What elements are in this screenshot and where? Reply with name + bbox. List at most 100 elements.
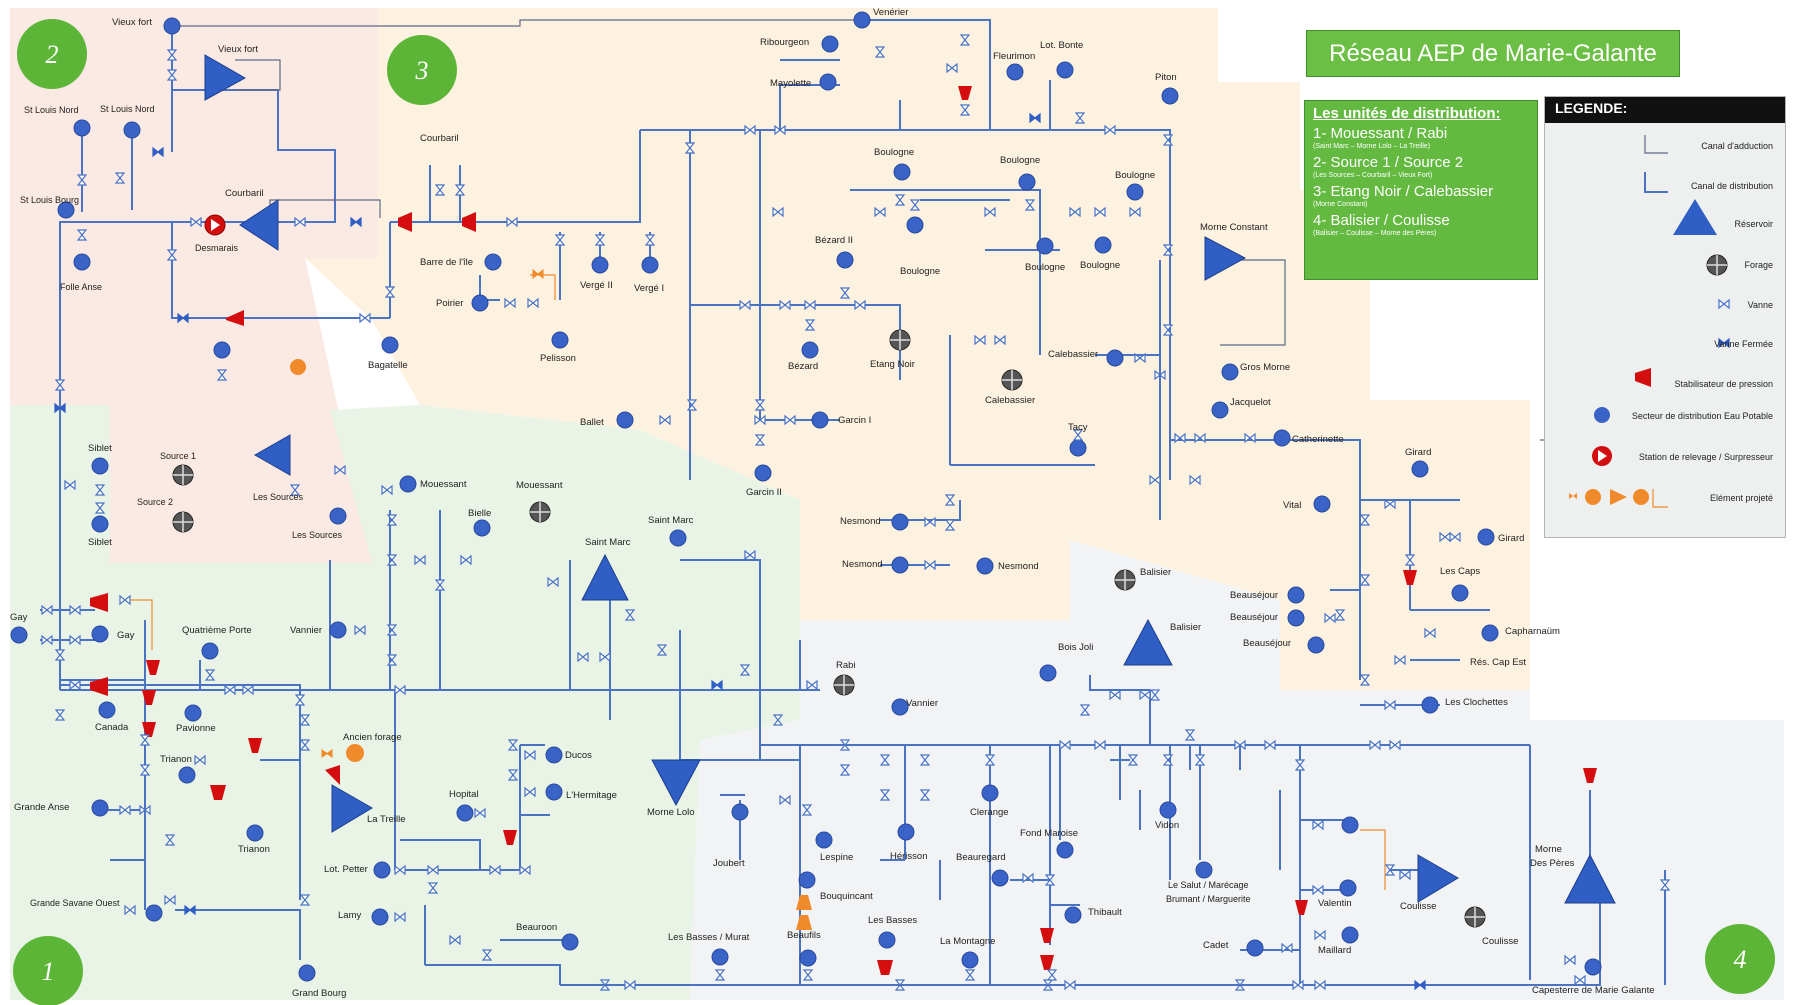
label-vieux-fort: Vieux fort <box>112 17 152 28</box>
label-la-montagne: La Montagne <box>940 936 995 947</box>
label-st-louis-nord-a: St Louis Nord <box>24 105 79 115</box>
label-calebassier: Calebassier <box>985 395 1035 406</box>
label-calebassier-node: Calebassier <box>1048 349 1098 360</box>
legend-stabilisateur: Stabilisateur de pression <box>1674 379 1773 389</box>
label-vannier-2: Vannier <box>906 698 938 709</box>
label-les-sources: Les Sources <box>292 530 343 540</box>
forage-coulisse <box>1464 906 1486 928</box>
label-jacquelot: Jacquelot <box>1230 397 1271 408</box>
zone-2-area <box>10 8 378 563</box>
reservoir-morne-des-peres <box>1564 853 1616 904</box>
unit-4-name: 4- Balisier / Coulisse <box>1313 212 1450 229</box>
reservoir-coulisse <box>1417 854 1459 903</box>
label-gros-morne: Gros Morne <box>1240 362 1290 373</box>
label-beauroon: Beauroon <box>516 922 557 933</box>
label-gay-2: Gay <box>117 630 135 641</box>
label-morne-des-peres-a: Morne <box>1535 844 1562 855</box>
stabilizers <box>90 86 1597 975</box>
label-desmarais: Desmarais <box>195 243 239 253</box>
forage-calebassier <box>1001 369 1023 391</box>
label-boulogne-2: Boulogne <box>1000 155 1040 166</box>
diagram-title-text: Réseau AEP de Marie-Galante <box>1329 39 1657 67</box>
label-capharnaum: Capharnaüm <box>1505 626 1560 637</box>
label-vidon: Vidon <box>1155 820 1179 831</box>
label-verge-i: Vergé I <box>634 283 664 294</box>
label-poirier: Poirier <box>436 298 463 309</box>
label-les-basses: Les Basses <box>868 915 917 926</box>
unit-2-sub: (Les Sources – Courbaril – Vieux Fort) <box>1313 172 1433 179</box>
label-beauregard: Beauregard <box>956 852 1006 863</box>
label-brumant: Brumant / Marguerite <box>1166 894 1251 904</box>
label-boulogne-6: Boulogne <box>1080 260 1120 271</box>
label-boulogne-3: Boulogne <box>1115 170 1155 181</box>
unit-3-sub: (Morne Constant) <box>1313 201 1368 208</box>
label-courbaril-reservoir: Courbaril <box>225 188 264 199</box>
label-fleurimon: Fleurimon <box>993 51 1035 62</box>
reservoir-balisier <box>1123 618 1173 666</box>
label-fond-maroise: Fond Maroise <box>1020 828 1078 839</box>
label-valentin: Valentin <box>1318 898 1352 909</box>
label-morne-constant: Morne Constant <box>1200 222 1268 233</box>
legend-secteur-distribution: Secteur de distribution Eau Potable <box>1631 411 1773 421</box>
label-res-cap-est: Rés. Cap Est <box>1470 657 1526 668</box>
label-girard-1: Girard <box>1405 447 1431 458</box>
label-saint-marc: Saint Marc <box>648 515 694 526</box>
label-ribourgeon: Ribourgeon <box>760 37 809 48</box>
label-gay-1: Gay <box>10 612 28 623</box>
legend-panel: LEGENDE: Canal d'adduction Canal de dist… <box>1544 96 1786 538</box>
forage-source-2 <box>172 511 194 533</box>
label-pavionne: Pavionne <box>176 723 216 734</box>
label-balisier-reservoir: Balisier <box>1170 622 1201 633</box>
label-ballet: Ballet <box>580 417 604 428</box>
zone-badge-1: 1 <box>42 957 55 986</box>
zone-badges: 2 3 1 4 <box>13 19 1775 1005</box>
label-garcin-i: Garcin I <box>838 415 871 426</box>
label-beausejour-3: Beauséjour <box>1243 638 1291 649</box>
label-le-salut: Le Salut / Marécage <box>1168 880 1249 890</box>
label-la-treille: La Treille <box>367 814 406 825</box>
label-lespine: Lespine <box>820 852 853 863</box>
label-barre-de-lile: Barre de l'île <box>420 257 473 268</box>
label-joubert: Joubert <box>713 858 745 869</box>
legend-forage: Forage <box>1744 260 1773 270</box>
label-beausejour-1: Beauséjour <box>1230 590 1278 601</box>
reservoirs <box>204 54 1616 904</box>
zone-badge-2: 2 <box>46 40 59 69</box>
reservoir-courbaril <box>239 199 279 251</box>
label-catherinette: Catherinette <box>1292 434 1344 445</box>
label-morne-des-peres-b: Des Pères <box>1530 858 1575 869</box>
label-mouessant-2: Mouessant <box>516 480 563 491</box>
label-les-caps: Les Caps <box>1440 566 1480 577</box>
label-venerier: Venérier <box>873 7 908 18</box>
legend-element-projete: Elément projeté <box>1709 493 1773 503</box>
label-canada: Canada <box>95 722 129 733</box>
label-quatrieme-porte: Quatrième Porte <box>182 625 252 636</box>
label-clerange: Clerange <box>970 807 1009 818</box>
label-girard-2: Girard <box>1498 533 1524 544</box>
label-grand-bourg: Grand Bourg <box>292 988 346 999</box>
legend-symbols <box>1569 135 1730 508</box>
label-verge-ii: Vergé II <box>580 280 613 291</box>
unit-4-sub: (Balisier – Coulisse – Morne des Pères) <box>1313 230 1437 237</box>
zone-badge-4: 4 <box>1734 945 1747 974</box>
reservoir-saint-marc <box>581 553 629 601</box>
diagram-title: Réseau AEP de Marie-Galante <box>1306 30 1680 77</box>
label-mouessant-1: Mouessant <box>420 479 467 490</box>
label-garcin-ii: Garcin II <box>746 487 782 498</box>
label-lhermitage: L'Hermitage <box>566 790 617 801</box>
label-bielle: Bielle <box>468 508 491 519</box>
reservoir-vieux-fort <box>204 54 247 101</box>
projected-elements <box>290 268 812 930</box>
label-morne-lolo: Morne Lolo <box>647 807 695 818</box>
unit-2-name: 2- Source 1 / Source 2 <box>1313 154 1464 171</box>
label-rabi: Rabi <box>836 660 856 671</box>
projected-links <box>125 274 1386 890</box>
unit-1-name: 1- Mouessant / Rabi <box>1313 125 1448 142</box>
label-boulogne-4: Boulogne <box>900 266 940 277</box>
forage-etang-noir <box>889 329 911 351</box>
label-les-basses-murat: Les Basses / Murat <box>668 932 750 943</box>
reservoir-la-treille <box>331 784 373 833</box>
label-lamy: Lamy <box>338 910 361 921</box>
label-nesmond-3: Nesmond <box>998 561 1039 572</box>
